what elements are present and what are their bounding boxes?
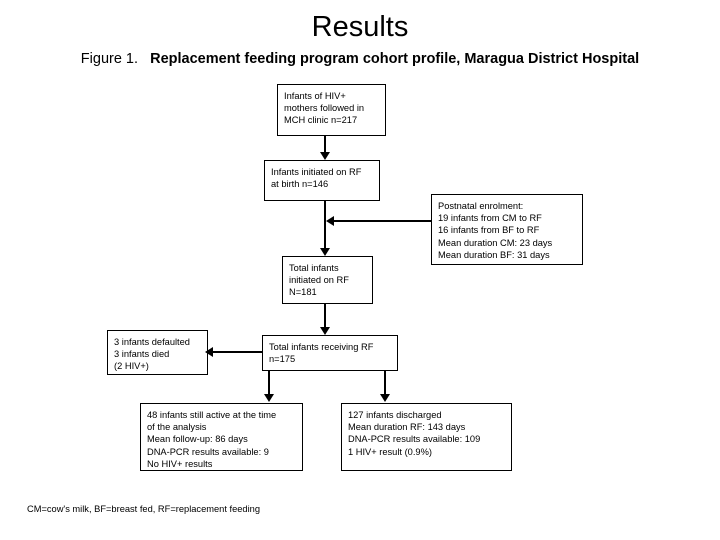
node-postnatal-line-5: Mean duration BF: 31 days: [438, 249, 550, 260]
node-postnatal-enrolment: Postnatal enrolment: 19 infants from CM …: [431, 194, 583, 265]
node-still-active-line-5: No HIV+ results: [147, 458, 213, 469]
node-still-active-line-2: of the analysis: [147, 422, 207, 433]
arrowhead-initiated-to-total: [320, 248, 330, 256]
node-discharged-line-1: 127 infants discharged: [348, 410, 442, 420]
node-defaulted-line-2: 3 infants died: [114, 349, 170, 360]
arrowhead-receiving-to-defaulted: [205, 347, 213, 357]
node-total-receiving-line-2: n=175: [269, 354, 296, 365]
node-total-receiving: Total infants receiving RF n=175: [262, 335, 398, 371]
arrowhead-receiving-to-discharged: [380, 394, 390, 402]
node-initiated-at-birth: Infants initiated on RF at birth n=146: [264, 160, 380, 201]
node-total-initiated: Total infants initiated on RF N=181: [282, 256, 373, 304]
node-still-active-line-3: Mean follow-up: 86 days: [147, 434, 248, 445]
node-total-initiated-line-3: N=181: [289, 287, 317, 298]
connector-receiving-to-still-active: [268, 371, 271, 395]
node-discharged-line-3: DNA-PCR results available: 109: [348, 434, 481, 445]
node-discharged-line-4: 1 HIV+ result (0.9%): [348, 446, 432, 457]
figure-caption-text: Replacement feeding program cohort profi…: [150, 51, 640, 67]
figure-number: Figure 1.: [80, 51, 139, 67]
node-mch-cohort-line-2: mothers followed in: [284, 103, 365, 114]
connector-receiving-to-defaulted: [213, 351, 263, 354]
connector-total-initiated-to-receiving: [324, 304, 327, 328]
node-defaulted-died: 3 infants defaulted 3 infants died (2 HI…: [107, 330, 208, 375]
abbreviation-footnote: CM=cow's milk, BF=breast fed, RF=replace…: [27, 504, 261, 514]
page-title: Results: [311, 11, 409, 43]
node-mch-cohort: Infants of HIV+ mothers followed in MCH …: [277, 84, 386, 136]
arrowhead-postnatal-to-trunk: [326, 216, 334, 226]
node-mch-cohort-line-1: Infants of HIV+: [284, 91, 346, 101]
node-still-active: 48 infants still active at the time of t…: [140, 403, 303, 471]
connector-receiving-to-discharged: [384, 371, 387, 395]
node-discharged-line-2: Mean duration RF: 143 days: [348, 422, 466, 433]
node-total-initiated-line-1: Total infants: [289, 263, 339, 273]
arrowhead-receiving-to-still-active: [264, 394, 274, 402]
node-total-initiated-line-2: initiated on RF: [289, 275, 349, 286]
connector-postnatal-to-trunk: [334, 220, 431, 223]
connector-initiated-to-total: [324, 201, 327, 249]
node-postnatal-line-2: 19 infants from CM to RF: [438, 213, 542, 224]
arrowhead-mch-to-initiated: [320, 152, 330, 160]
connector-mch-to-initiated: [324, 136, 327, 153]
node-discharged: 127 infants discharged Mean duration RF:…: [341, 403, 512, 471]
node-mch-cohort-line-3: MCH clinic n=217: [284, 115, 358, 126]
node-postnatal-line-4: Mean duration CM: 23 days: [438, 237, 553, 248]
figure-caption: Figure 1. Replacement feeding program co…: [0, 50, 720, 68]
node-postnatal-line-1: Postnatal enrolment:: [438, 201, 524, 211]
node-still-active-line-4: DNA-PCR results available: 9: [147, 446, 269, 457]
node-initiated-at-birth-line-1: Infants initiated on RF: [271, 167, 362, 177]
node-still-active-line-1: 48 infants still active at the time: [147, 410, 277, 420]
node-postnatal-line-3: 16 infants from BF to RF: [438, 225, 540, 236]
arrowhead-total-initiated-to-receiving: [320, 327, 330, 335]
node-initiated-at-birth-line-2: at birth n=146: [271, 179, 329, 190]
node-defaulted-line-3: (2 HIV+): [114, 361, 149, 372]
node-total-receiving-line-1: Total infants receiving RF: [269, 342, 374, 352]
node-defaulted-line-1: 3 infants defaulted: [114, 337, 190, 347]
